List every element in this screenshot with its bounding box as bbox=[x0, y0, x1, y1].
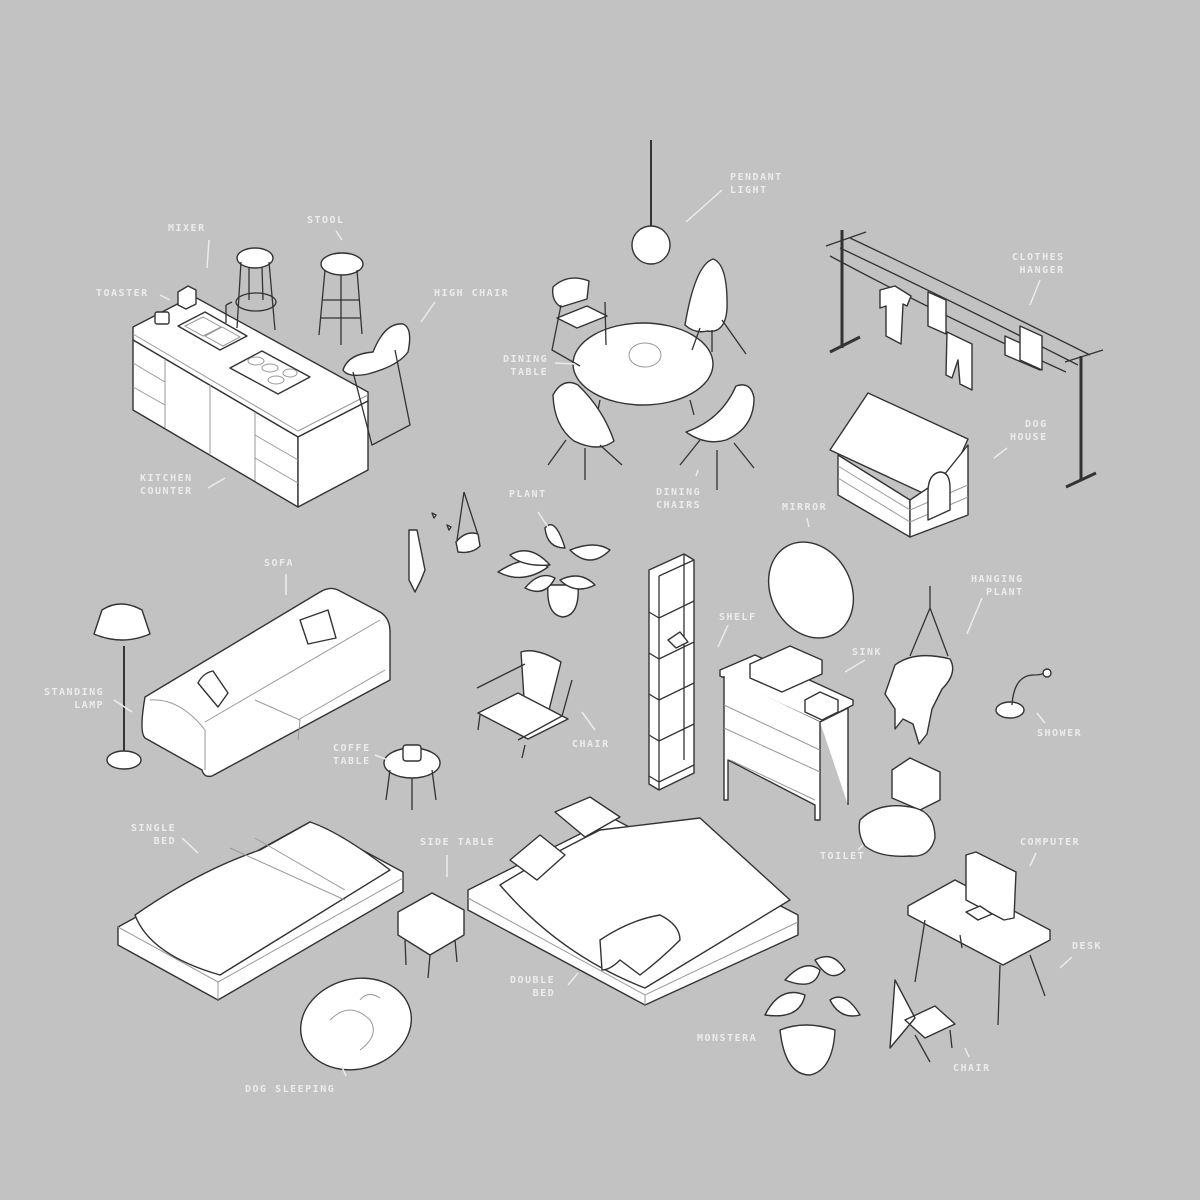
coffee-table bbox=[383, 744, 441, 810]
label-monstera: MONSTERA bbox=[697, 1033, 758, 1044]
stool bbox=[318, 252, 364, 345]
wall-hooks-bag-towel bbox=[408, 491, 481, 593]
label-sofa: SOFA bbox=[264, 558, 295, 569]
desk bbox=[907, 879, 1051, 1026]
shower-head bbox=[995, 668, 1052, 719]
label-shower: SHOWER bbox=[1037, 728, 1083, 739]
label-single-bed: SINGLE BED bbox=[131, 823, 177, 847]
dog-house bbox=[829, 392, 969, 538]
label-side-table: SIDE TABLE bbox=[420, 837, 496, 848]
sofa bbox=[141, 587, 391, 778]
sink-vanity bbox=[719, 645, 854, 821]
monstera-plant bbox=[764, 956, 861, 1076]
shelf bbox=[648, 553, 695, 791]
clothes-hanger bbox=[825, 230, 1104, 489]
label-chair-desk: CHAIR bbox=[953, 1063, 991, 1074]
double-bed bbox=[467, 796, 799, 1006]
label-clothes-hanger: CLOTHES HANGER bbox=[1012, 252, 1065, 276]
label-toilet: TOILET bbox=[820, 851, 866, 862]
desk-chair bbox=[889, 979, 956, 1063]
label-kitchen-counter: KITCHEN COUNTER bbox=[140, 473, 193, 497]
toilet bbox=[858, 757, 941, 857]
computer-monitor bbox=[965, 851, 1017, 921]
dog-bed-sleeping bbox=[299, 977, 413, 1071]
label-leader-lines bbox=[113, 189, 1073, 1077]
dining-chair-front-left bbox=[547, 381, 623, 480]
single-bed bbox=[117, 821, 404, 1001]
label-desk: DESK bbox=[1072, 941, 1103, 952]
dining-chair-armchair bbox=[551, 277, 608, 367]
dining-chair-back-right bbox=[684, 258, 747, 355]
label-coffe-table: COFFE TABLE bbox=[333, 743, 371, 767]
hanging-plant bbox=[884, 586, 954, 745]
label-dining-table: DINING TABLE bbox=[503, 354, 549, 378]
pendant-light bbox=[631, 140, 671, 265]
label-computer: COMPUTER bbox=[1020, 837, 1081, 848]
label-double-bed: DOUBLE BED bbox=[510, 975, 556, 999]
label-mixer: MIXER bbox=[168, 223, 206, 234]
label-pendant-light: PENDANT LIGHT bbox=[730, 172, 783, 196]
label-high-chair: HIGH CHAIR bbox=[434, 288, 510, 299]
standing-lamp bbox=[93, 603, 151, 770]
label-toaster: TOASTER bbox=[96, 288, 149, 299]
dining-chair-front-right bbox=[679, 384, 755, 490]
label-shelf: SHELF bbox=[719, 612, 757, 623]
label-mirror: MIRROR bbox=[782, 502, 828, 513]
label-stool: STOOL bbox=[307, 215, 345, 226]
high-chair bbox=[342, 323, 411, 446]
label-chair-lounge: CHAIR bbox=[572, 739, 610, 750]
plant bbox=[497, 524, 611, 618]
label-dining-chairs: DINING CHAIRS bbox=[656, 487, 702, 511]
label-hanging-plant: HANGING PLANT bbox=[971, 574, 1024, 598]
stool-round-ring bbox=[235, 247, 277, 331]
kitchen-counter bbox=[132, 285, 369, 508]
label-sink: SINK bbox=[852, 647, 883, 658]
side-table bbox=[397, 892, 465, 979]
label-dog-sleeping: DOG SLEEPING bbox=[245, 1084, 336, 1095]
label-dog-house: DOG HOUSE bbox=[1010, 419, 1048, 443]
label-standing-lamp: STANDING LAMP bbox=[44, 687, 105, 711]
label-plant: PLANT bbox=[509, 489, 547, 500]
lounge-chair bbox=[476, 650, 573, 759]
mirror bbox=[767, 541, 855, 639]
